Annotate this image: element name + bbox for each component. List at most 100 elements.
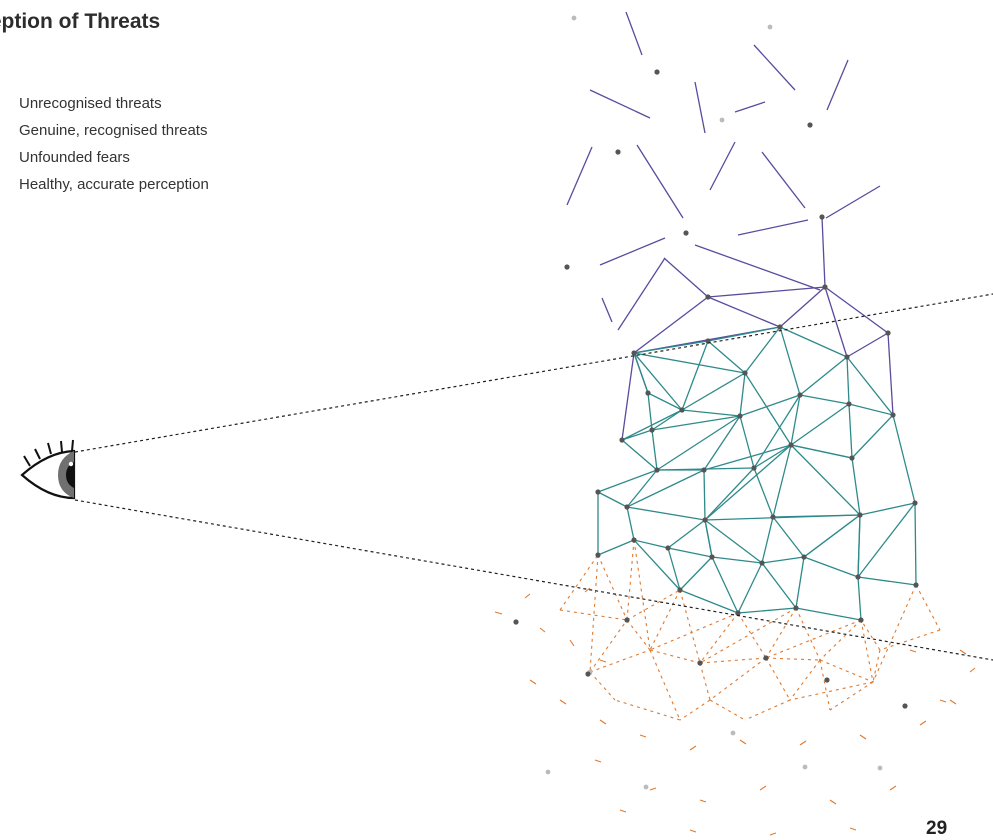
mesh-node — [595, 552, 601, 558]
unrecognised-threats-mesh — [494, 539, 976, 836]
eye-icon — [20, 439, 76, 500]
unrecognised-threat-edge — [589, 554, 599, 673]
genuine-threat-edge — [795, 607, 862, 621]
genuine-threat-edge — [753, 444, 792, 469]
mesh-node — [679, 407, 685, 413]
unfounded-fear-edge — [846, 332, 889, 358]
mesh-node — [631, 537, 637, 543]
genuine-threat-edge — [799, 394, 850, 405]
mesh-node — [751, 465, 757, 471]
unfounded-fear-edge — [601, 297, 613, 323]
genuine-threat-edge — [739, 372, 746, 417]
unrecognised-threat-fragment — [559, 699, 567, 705]
mesh-node — [849, 455, 855, 461]
mesh-node — [770, 514, 776, 520]
faint-node — [802, 764, 808, 770]
unrecognised-threat-fragment — [939, 699, 947, 703]
genuine-threat-edge — [790, 444, 853, 459]
unrecognised-threat-fragment — [639, 734, 647, 738]
mesh-node — [822, 284, 828, 290]
unrecognised-threat-edge — [879, 629, 941, 651]
upper-sight-line — [74, 293, 993, 453]
genuine-threat-edge — [633, 340, 709, 354]
mesh-node — [702, 517, 708, 523]
unrecognised-threat-edge — [559, 554, 599, 611]
genuine-threat-edge — [790, 394, 801, 446]
unfounded-fear-edge — [779, 286, 826, 328]
genuine-threat-edge — [737, 607, 797, 614]
mesh-node — [793, 605, 799, 611]
genuine-threat-edge — [892, 414, 916, 504]
genuine-threat-edge — [857, 576, 862, 621]
unrecognised-threat-edge — [679, 699, 711, 721]
unrecognised-threat-fragment — [959, 649, 967, 655]
mesh-node — [649, 427, 655, 433]
unrecognised-threat-edge — [559, 609, 628, 621]
genuine-threat-edge — [679, 556, 713, 591]
mesh-node — [819, 214, 825, 220]
genuine-threat-edge — [704, 519, 713, 558]
unrecognised-threat-fragment — [949, 699, 957, 705]
unrecognised-threat-fragment — [584, 587, 591, 593]
genuine-threat-edge — [772, 514, 861, 518]
legend-item-genuine: Genuine, recognised threats — [19, 122, 208, 139]
faint-node — [571, 15, 577, 21]
faint-node — [545, 769, 551, 775]
unfounded-fear-edge — [824, 286, 889, 334]
genuine-threat-edge — [633, 539, 669, 549]
genuine-threat-edge — [621, 409, 683, 441]
unrecognised-threat-edge — [819, 619, 862, 661]
unrecognised-threat-edge — [737, 612, 767, 659]
genuine-threat-edge — [744, 326, 781, 374]
genuine-threat-edge — [779, 326, 801, 396]
unrecognised-threat-edge — [633, 539, 651, 651]
genuine-threat-edge — [914, 502, 917, 586]
mesh-node — [683, 230, 689, 236]
unrecognised-threat-fragment — [739, 739, 747, 745]
unrecognised-threat-edge — [679, 589, 701, 664]
legend: Unrecognised threats Genuine, recognised… — [19, 90, 209, 198]
mesh-node — [801, 554, 807, 560]
unrecognised-threat-fragment — [829, 799, 837, 805]
legend-item-unrecognised: Unrecognised threats — [19, 95, 162, 112]
genuine-threat-edge — [597, 491, 628, 508]
genuine-threat-edge — [626, 506, 706, 521]
genuine-threat-edge — [846, 356, 894, 416]
unrecognised-threat-edge — [589, 649, 651, 673]
unfounded-fear-edge — [821, 216, 826, 288]
genuine-threat-edge — [667, 519, 706, 549]
mesh-node — [654, 467, 660, 473]
genuine-threat-edge — [651, 415, 741, 431]
genuine-threat-edge — [739, 415, 755, 469]
unrecognised-threat-fragment — [539, 627, 546, 633]
genuine-threat-edge — [681, 340, 709, 411]
genuine-threat-edge — [761, 516, 774, 564]
unrecognised-threat-fragment — [619, 809, 627, 813]
genuine-threat-edge — [790, 444, 861, 516]
unrecognised-threat-edge — [649, 649, 681, 721]
genuine-threat-edge — [626, 469, 658, 508]
unfounded-fear-edge — [826, 59, 849, 111]
faint-node — [767, 24, 773, 30]
genuine-threat-edge — [647, 392, 683, 411]
unrecognised-threat-edge — [915, 584, 941, 631]
unfounded-fear-edge — [753, 44, 796, 91]
genuine-threat-edge — [711, 556, 763, 564]
unrecognised-threat-fragment — [599, 659, 607, 663]
mesh-node — [619, 437, 625, 443]
unfounded-fear-edge — [824, 286, 848, 358]
unrecognised-threat-fragment — [689, 829, 697, 833]
unrecognised-threat-fragment — [569, 639, 575, 647]
genuine-threat-edge — [859, 502, 916, 516]
unfounded-fear-edge — [589, 89, 651, 119]
unrecognised-threat-edge — [589, 619, 628, 673]
unrecognised-threat-fragment — [529, 679, 537, 685]
unrecognised-threat-fragment — [689, 745, 697, 751]
genuine-threat-edge — [761, 562, 797, 609]
unfounded-fear-edge — [663, 257, 709, 298]
unfounded-fear-edge — [825, 185, 881, 219]
genuine-threat-edge — [772, 516, 805, 558]
unfounded-fear-edge — [694, 244, 821, 291]
sight-lines — [74, 293, 993, 661]
